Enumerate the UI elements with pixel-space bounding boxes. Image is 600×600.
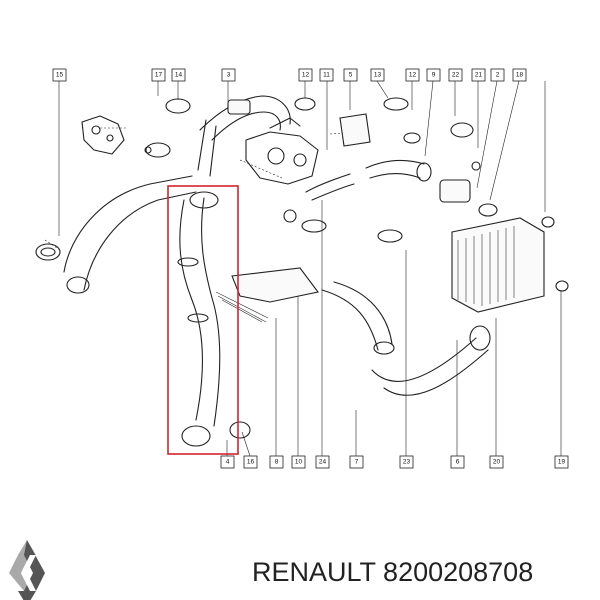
- callout-10: 10: [291, 455, 306, 469]
- svg-text:10: 10: [295, 459, 303, 466]
- callout-7: 7: [349, 455, 364, 469]
- hose-7: [321, 281, 395, 355]
- callout-11: 11: [319, 68, 334, 82]
- callout-14: 14: [171, 68, 186, 82]
- part-caption: RENAULT 8200208708: [252, 552, 592, 592]
- highlight-box: [167, 185, 239, 455]
- svg-text:23: 23: [403, 459, 411, 466]
- pipe-9: [365, 159, 432, 182]
- callout-12a: 12: [298, 68, 313, 82]
- callout-3: 3: [221, 68, 236, 82]
- callout-9: 9: [426, 68, 441, 82]
- callout-labels: 15 17 14 3 12 11 5 13 12 9 22 21 2 18 4 …: [52, 68, 569, 469]
- connector-5-13: [294, 97, 421, 147]
- hose-4: [177, 191, 251, 447]
- svg-text:6: 6: [456, 459, 460, 466]
- callout-21: 21: [471, 68, 486, 82]
- callout-19: 19: [554, 455, 569, 469]
- svg-text:16: 16: [247, 459, 255, 466]
- svg-text:12: 12: [409, 72, 417, 79]
- svg-text:17: 17: [155, 72, 163, 79]
- part-number: 8200208708: [383, 557, 534, 587]
- svg-text:18: 18: [516, 72, 524, 79]
- heat-shield-8: [215, 267, 319, 323]
- turbo-pipe-3: [197, 95, 291, 177]
- svg-text:8: 8: [275, 459, 279, 466]
- leader-lines: [44, 80, 562, 457]
- callout-17: 17: [151, 68, 166, 82]
- svg-text:15: 15: [56, 72, 64, 79]
- callout-22: 22: [448, 68, 463, 82]
- callout-15: 15: [52, 68, 67, 82]
- renault-logo-icon: [9, 540, 45, 600]
- hose-6: [371, 325, 491, 396]
- clamp-15: [35, 243, 61, 261]
- callout-13: 13: [370, 68, 385, 82]
- svg-text:9: 9: [432, 72, 436, 79]
- callout-24: 24: [315, 455, 330, 469]
- svg-text:7: 7: [355, 459, 359, 466]
- callout-20: 20: [489, 455, 504, 469]
- svg-text:2: 2: [496, 72, 500, 79]
- callout-18: 18: [512, 68, 527, 82]
- svg-text:3: 3: [227, 72, 231, 79]
- intercooler: [451, 216, 569, 313]
- callout-5: 5: [343, 68, 358, 82]
- callout-12b: 12: [405, 68, 420, 82]
- svg-text:22: 22: [452, 72, 460, 79]
- svg-text:11: 11: [323, 72, 330, 79]
- svg-text:14: 14: [175, 72, 183, 79]
- callout-8: 8: [269, 455, 284, 469]
- sensor-22-21: [439, 122, 498, 217]
- throttle-body: [245, 117, 319, 185]
- callout-16: 16: [243, 455, 258, 469]
- callout-2: 2: [490, 68, 505, 82]
- svg-text:21: 21: [475, 72, 483, 79]
- callout-6: 6: [450, 455, 465, 469]
- callout-4: 4: [220, 455, 235, 469]
- callout-23: 23: [399, 455, 414, 469]
- svg-text:5: 5: [349, 72, 353, 79]
- svg-text:12: 12: [302, 72, 310, 79]
- clamps-17-14: [144, 98, 191, 158]
- brand-name: RENAULT: [252, 557, 376, 587]
- svg-text:19: 19: [558, 459, 566, 466]
- hose-left: [63, 175, 197, 294]
- svg-text:13: 13: [374, 72, 382, 79]
- engine-bracket: [81, 115, 125, 155]
- svg-text:20: 20: [493, 459, 501, 466]
- svg-text:4: 4: [226, 459, 230, 466]
- pipe-middle: [283, 173, 403, 243]
- svg-text:24: 24: [319, 459, 327, 466]
